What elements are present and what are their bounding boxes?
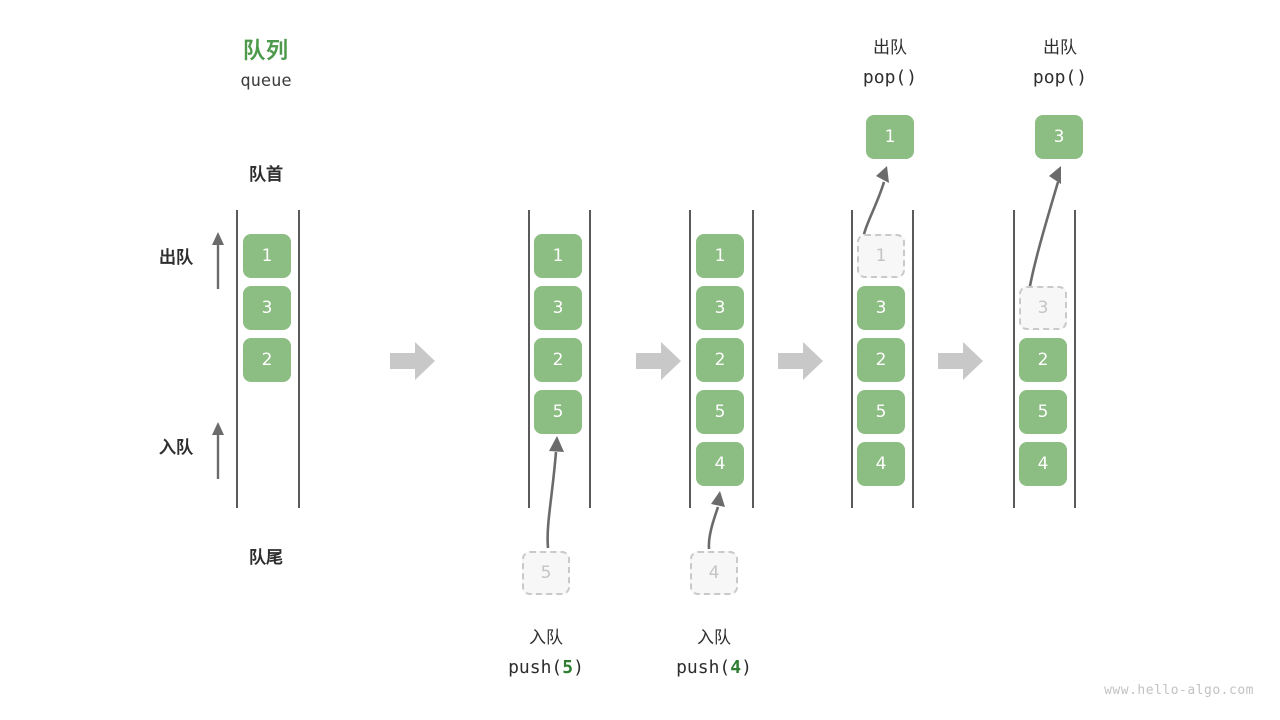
queue-cell: 5 [696,390,744,434]
queue-cell: 4 [1019,442,1067,486]
right-chevron-icon [636,340,681,380]
right-chevron-icon [390,340,435,380]
caption-code-prefix: push( [676,657,731,678]
queue-cell: 2 [696,338,744,382]
queue-cell: 3 [696,286,744,330]
queue-cell: 1 [534,234,582,278]
queue-cell: 3 [534,286,582,330]
queue-cell: 2 [1019,338,1067,382]
caption-code-prefix: push( [508,657,563,678]
watermark: www.hello-algo.com [1104,683,1254,698]
queue-cell: 3 [243,286,291,330]
queue-head-label: 队首 [249,165,283,185]
pop-caption-cn: 出队 [1043,38,1077,58]
queue-cell: 2 [857,338,905,382]
dequeue-direction-label: 出队 [159,248,193,268]
queue-rail-right [752,210,754,508]
caption-code-suffix: ) [573,657,584,678]
page-subtitle: queue [240,71,292,91]
stage-caption-cn: 入队 [529,628,563,648]
pop-caption-code: pop() [862,67,918,88]
pop-caption-code: pop() [1032,67,1088,88]
popped-element: 1 [866,115,914,159]
stage-caption-code: push(5) [476,657,616,678]
queue-cell-ghost-in: 5 [522,551,570,595]
queue-rail-left [851,210,853,508]
queue-rail-left [528,210,530,508]
caption-code-arg: 5 [562,657,574,678]
popped-element: 3 [1035,115,1083,159]
push-arrow-icon [520,430,580,554]
queue-cell: 4 [857,442,905,486]
queue-rail-right [589,210,591,508]
enqueue-direction-label: 入队 [159,438,193,458]
up-arrow-icon [211,422,225,484]
queue-cell: 1 [696,234,744,278]
caption-code-suffix: ) [741,657,752,678]
queue-cell: 1 [243,234,291,278]
right-chevron-icon [778,340,823,380]
queue-cell: 2 [243,338,291,382]
queue-rail-right [912,210,914,508]
queue-rail-left [236,210,238,508]
queue-tail-label: 队尾 [249,548,283,568]
caption-code-arg: 4 [730,657,742,678]
queue-cell-ghost-in: 4 [690,551,738,595]
queue-cell-ghost-out: 1 [857,234,905,278]
queue-cell-new: 5 [534,390,582,434]
push-arrow-icon [690,485,742,555]
queue-rail-left [1013,210,1015,508]
queue-rail-left [689,210,691,508]
page-title: 队列 [242,39,289,64]
queue-cell: 5 [857,390,905,434]
pop-caption-cn: 出队 [873,38,907,58]
queue-cell: 2 [534,338,582,382]
stage-caption-code: push(4) [644,657,784,678]
queue-rail-right [298,210,300,508]
queue-cell-new: 4 [696,442,744,486]
stage-caption-cn: 入队 [697,628,731,648]
pop-arrow-icon [1014,160,1076,304]
right-chevron-icon [938,340,983,380]
queue-cell-ghost-out: 3 [1019,286,1067,330]
queue-cell: 5 [1019,390,1067,434]
queue-cell: 3 [857,286,905,330]
up-arrow-icon [211,232,225,294]
queue-rail-right [1074,210,1076,508]
